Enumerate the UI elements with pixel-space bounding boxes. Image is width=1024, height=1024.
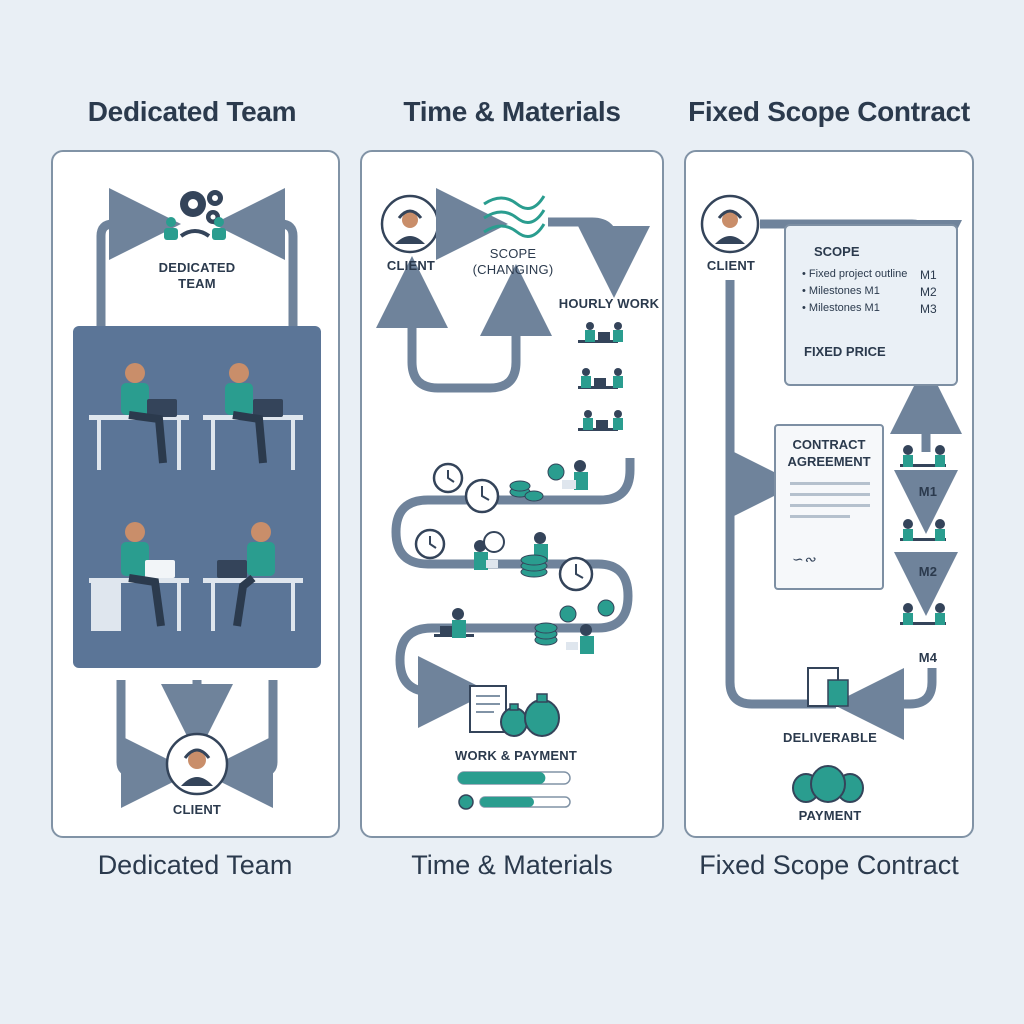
deliverable-icon (807, 667, 849, 707)
clock-icon (414, 528, 446, 560)
scope-card: SCOPE • Fixed project outline • Mileston… (784, 224, 958, 386)
developer-icon (566, 624, 594, 654)
column-title-time-materials: Time & Materials (403, 96, 621, 127)
handshake-icon (164, 217, 226, 240)
clock-icon (558, 556, 594, 592)
deliverable-label: DELIVERABLE (783, 730, 877, 745)
contract-text-lines (790, 482, 870, 518)
developer-icon (562, 460, 588, 490)
arrow-team-to-handshake (96, 188, 181, 327)
clock-icon (464, 478, 500, 514)
contract-title: CONTRACT AGREEMENT (787, 437, 871, 469)
scope-milestone: M2 (920, 285, 937, 299)
changing-scope-icon (483, 195, 546, 238)
progress-fill (458, 772, 546, 784)
column-title-fixed-scope: Fixed Scope Contract (688, 96, 970, 127)
gears-icon (180, 190, 223, 224)
arrow-to-client-right (201, 680, 278, 808)
coin-icon (559, 599, 615, 623)
developer-icon (89, 522, 189, 631)
developer-icon (474, 540, 498, 570)
coins-icon (520, 554, 548, 578)
arrow-to-client-left (116, 680, 193, 808)
client-label: CLIENT (386, 258, 436, 273)
milestone-meeting-icon (900, 603, 946, 625)
coins-icon (534, 622, 558, 646)
caption-time-materials: Time & Materials (411, 850, 613, 880)
scope-item: • Milestones M1 (802, 302, 880, 314)
arrow-loop-up-right (407, 264, 552, 393)
milestone-m1-label: M1 (918, 484, 938, 499)
caption-dedicated-team: Dedicated Team (97, 850, 293, 880)
contract-agreement-card: CONTRACT AGREEMENT ∽∾ (774, 424, 884, 590)
coin-icon (547, 463, 565, 481)
time-materials-panel: CLIENT SCOPE (CHANGING) HOURLY WORK WORK… (360, 150, 664, 838)
client-icon (700, 194, 760, 254)
fixed-price-label: FIXED PRICE (804, 344, 886, 359)
clock-icon (432, 462, 464, 494)
hourly-work-label: HOURLY WORK (558, 296, 660, 311)
coin-icon (458, 794, 474, 810)
coins-icon (509, 480, 544, 502)
arrow-scope-to-hourly (548, 217, 650, 298)
scope-title: SCOPE (814, 244, 860, 259)
client-icon (380, 194, 440, 254)
money-bag-icon (524, 693, 560, 737)
payment-label: PAYMENT (798, 808, 862, 823)
arrow-client-down (725, 280, 836, 709)
time-materials-diagram (376, 188, 650, 810)
hourly-workers-icon (578, 322, 623, 431)
client-label: CLIENT (172, 802, 222, 817)
developer-icon (434, 608, 474, 638)
developer-icon (203, 363, 303, 470)
caption-fixed-scope: Fixed Scope Contract (699, 850, 959, 880)
dedicated-team-label: DEDICATED TEAM (158, 260, 236, 291)
signature-icon: ∽∾ (792, 552, 816, 568)
scope-item: • Fixed project outline (802, 268, 908, 280)
clock-icon (483, 531, 505, 553)
client-label: CLIENT (706, 258, 756, 273)
arrow-m4-to-deliverable (832, 668, 937, 740)
scope-milestone: M3 (920, 302, 937, 316)
work-payment-label: WORK & PAYMENT (455, 748, 577, 763)
work-payment-path (391, 458, 635, 728)
milestone-m4-label: M4 (918, 650, 938, 665)
fixed-scope-panel: SCOPE • Fixed project outline • Mileston… (684, 150, 974, 838)
scope-changing-label: SCOPE (CHANGING) (472, 246, 554, 277)
dedicated-team-panel: DEDICATED TEAM CLIENT (51, 150, 340, 838)
column-title-dedicated-team: Dedicated Team (87, 96, 297, 127)
arrow-team-to-handshake-right (213, 188, 298, 327)
developer-icon (89, 363, 189, 470)
dedicated-team-diagram (73, 188, 321, 808)
money-bags-icon (792, 765, 864, 803)
developer-icon (203, 522, 303, 631)
milestone-m2-label: M2 (918, 564, 938, 579)
scope-milestone: M1 (920, 268, 937, 282)
milestone-meeting-icon (900, 519, 946, 541)
milestone-meeting-icon (900, 445, 946, 467)
progress-fill (480, 797, 534, 807)
client-icon (165, 732, 229, 796)
invoice-icon (469, 685, 507, 733)
scope-item: • Milestones M1 (802, 285, 880, 297)
